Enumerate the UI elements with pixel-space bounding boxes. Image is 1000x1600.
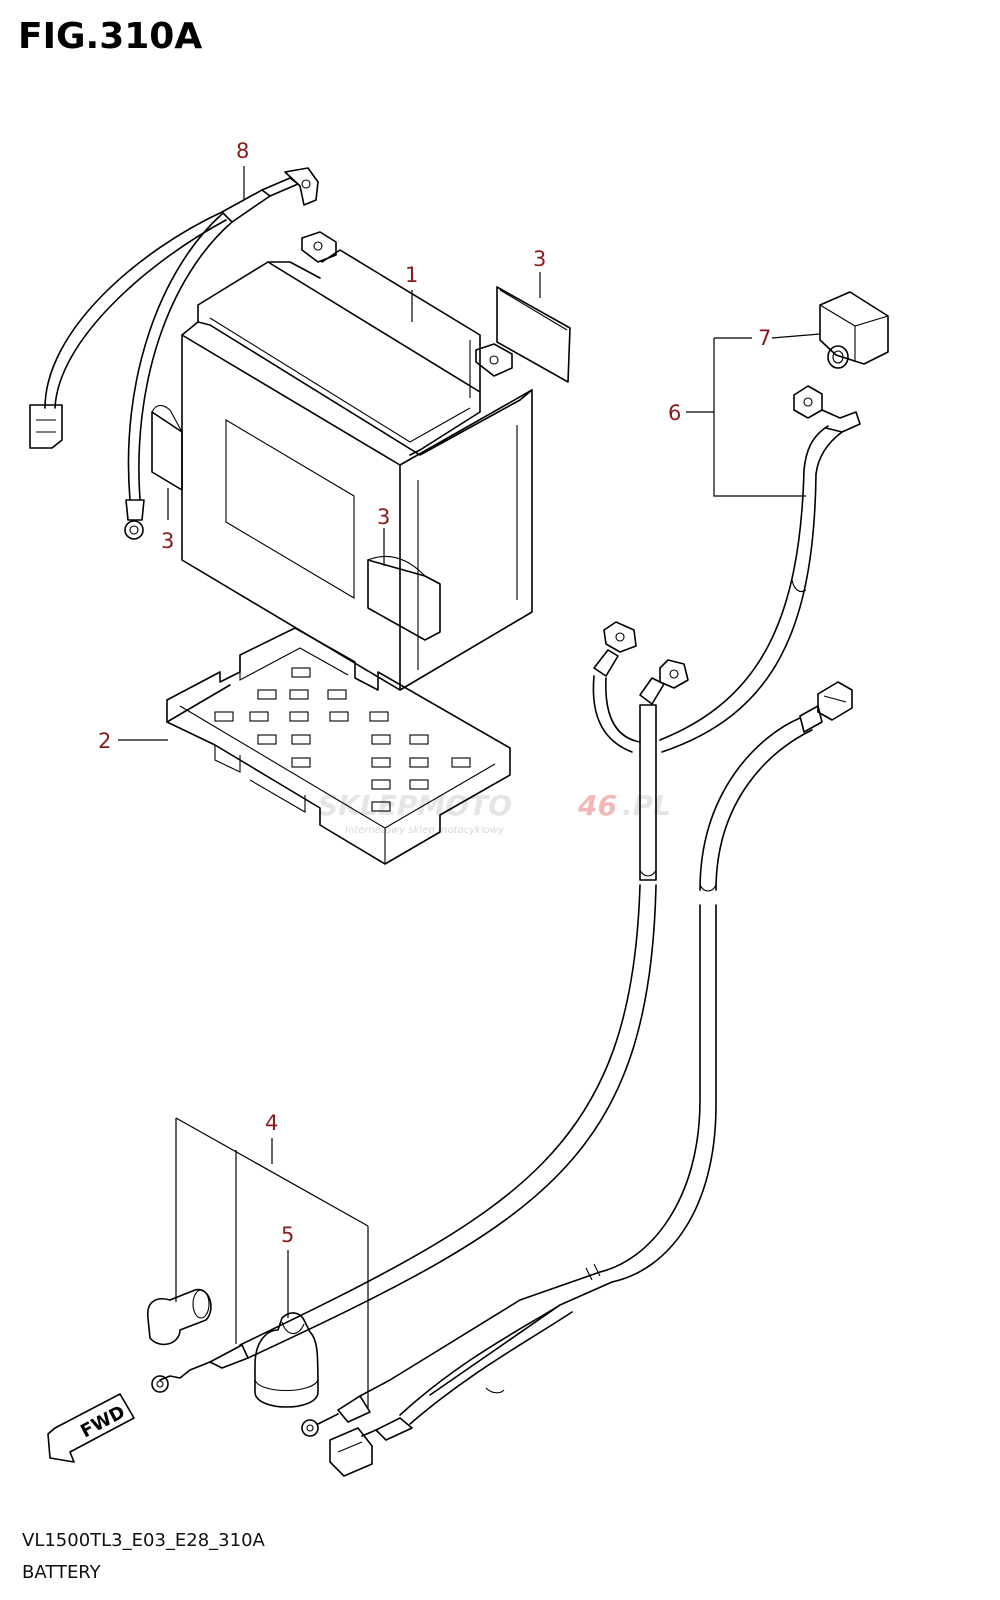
negative-cable-harness xyxy=(151,621,689,1393)
fwd-label: FWD xyxy=(77,1402,128,1443)
callout-6: 6 xyxy=(668,401,681,425)
callout-4: 4 xyxy=(265,1111,278,1135)
watermark-tagline: Internetowy sklep motocyklowy xyxy=(345,825,505,836)
callout-1: 1 xyxy=(405,263,418,287)
section-name: BATTERY xyxy=(22,1562,101,1583)
callout-8: 8 xyxy=(236,139,249,163)
figure-title: FIG.310A xyxy=(18,16,203,57)
fwd-direction-badge: FWD xyxy=(47,1393,135,1463)
battery xyxy=(151,231,533,691)
label-sticker xyxy=(496,286,571,383)
terminal-boot xyxy=(146,1288,212,1346)
callout-5: 5 xyxy=(281,1223,294,1247)
positive-cable-assembly xyxy=(659,291,889,753)
callout-3-front: 3 xyxy=(377,505,390,529)
watermark: SKLEPMOTO 46 .PL Internetowy sklep motoc… xyxy=(318,789,671,836)
wiring-harness xyxy=(301,681,853,1477)
terminal-cover xyxy=(254,1312,319,1408)
battery-lead-wire xyxy=(29,167,319,540)
watermark-brand-a: SKLEPMOTO xyxy=(318,789,512,822)
watermark-brand-b: 46 xyxy=(577,789,617,822)
callout-labels: 8 1 3 3 3 2 7 6 4 5 xyxy=(98,139,771,1247)
callout-7: 7 xyxy=(758,326,771,350)
leader-lines xyxy=(118,166,821,1408)
model-code: VL1500TL3_E03_E28_310A xyxy=(22,1530,265,1551)
battery-tray xyxy=(166,627,511,865)
callout-2: 2 xyxy=(98,729,111,753)
watermark-brand-c: .PL xyxy=(622,789,671,822)
callout-3-left: 3 xyxy=(161,529,174,553)
callout-3-top: 3 xyxy=(533,247,546,271)
